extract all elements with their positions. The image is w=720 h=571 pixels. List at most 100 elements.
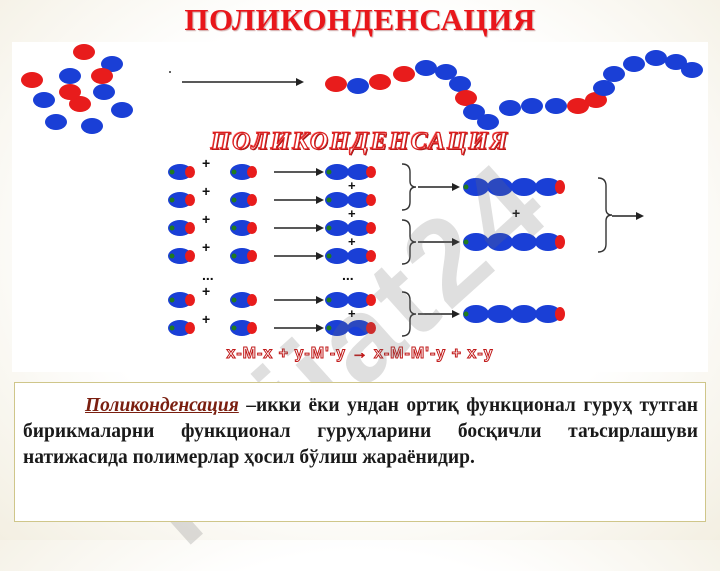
chain-monomer — [325, 76, 347, 92]
reactant-a-blue — [168, 192, 192, 208]
product-blue — [325, 320, 349, 336]
reactant-a-blue — [168, 164, 192, 180]
scatter-monomer — [59, 84, 81, 100]
chain-product-red — [555, 180, 565, 194]
reactant-b-blue — [230, 192, 254, 208]
plus-sign: + — [512, 205, 520, 221]
chain-product-blue — [487, 178, 513, 196]
reactant-a-blue — [168, 320, 192, 336]
brace-arrow-head — [452, 183, 460, 191]
reactant-a-green — [169, 169, 175, 175]
chain-monomer — [593, 80, 615, 96]
reactant-b-green — [231, 169, 237, 175]
scatter-monomer — [21, 72, 43, 88]
product-green — [326, 225, 332, 231]
reactant-a-red — [185, 250, 195, 262]
chain-monomer — [623, 56, 645, 72]
chain-product-blue — [463, 305, 489, 323]
reactant-a-red — [185, 222, 195, 234]
brace — [597, 177, 613, 253]
reactant-a-blue — [168, 220, 192, 236]
chain-monomer — [477, 114, 499, 130]
chain-product-blue — [487, 305, 513, 323]
plus-sign: + — [348, 206, 356, 221]
product-blue — [325, 220, 349, 236]
reactant-b-green — [231, 225, 237, 231]
ellipsis: ... — [202, 267, 214, 283]
product-green — [326, 325, 332, 331]
row-arrow-head — [316, 324, 324, 332]
reactant-b-red — [247, 322, 257, 334]
reactant-b-blue — [230, 292, 254, 308]
product-blue — [325, 164, 349, 180]
product-blue — [347, 164, 371, 180]
chain-monomer — [347, 78, 369, 94]
reactant-b-green — [231, 197, 237, 203]
row-arrow-head — [316, 224, 324, 232]
product-blue — [347, 192, 371, 208]
plus-sign: + — [348, 178, 356, 193]
chain-monomer — [449, 76, 471, 92]
reactant-b-red — [247, 294, 257, 306]
scatter-monomer — [101, 56, 123, 72]
brace — [401, 163, 417, 211]
chain-monomer — [463, 104, 485, 120]
reactant-b-red — [247, 250, 257, 262]
plus-sign: + — [202, 283, 210, 299]
product-blue — [347, 248, 371, 264]
chain-monomer — [369, 74, 391, 90]
row-arrow-head — [316, 296, 324, 304]
product-green — [326, 253, 332, 259]
brace-arrow-head — [452, 310, 460, 318]
polycondensation-diagram: +++++++++......++ — [21, 44, 703, 337]
product-red — [366, 222, 376, 234]
chain-monomer — [545, 98, 567, 114]
product-red — [366, 194, 376, 206]
top-arrow-head — [296, 78, 304, 86]
product-blue — [347, 292, 371, 308]
product-blue — [325, 192, 349, 208]
chain-product-blue — [487, 233, 513, 251]
product-green — [326, 169, 332, 175]
reactant-b-red — [247, 166, 257, 178]
chain-monomer — [681, 62, 703, 78]
reactant-a-red — [185, 294, 195, 306]
plus-sign: + — [202, 311, 210, 327]
reactant-b-green — [231, 253, 237, 259]
product-blue — [325, 292, 349, 308]
definition-text: –икки ёки ундан ортиқ функционал гуруҳ т… — [23, 395, 698, 468]
reactant-b-red — [247, 194, 257, 206]
brace — [401, 291, 417, 337]
plus-sign: + — [202, 211, 210, 227]
scatter-monomer — [33, 92, 55, 108]
reactant-b-red — [247, 222, 257, 234]
product-blue — [347, 220, 371, 236]
definition-box: Поликонденсация –икки ёки ундан ортиқ фу… — [14, 382, 706, 522]
reactant-a-green — [169, 253, 175, 259]
chain-product-blue — [511, 178, 537, 196]
chain-product-blue — [535, 305, 561, 323]
reactant-a-red — [185, 194, 195, 206]
reactant-a-red — [185, 322, 195, 334]
chain-product-green — [463, 311, 469, 317]
chain-monomer — [585, 92, 607, 108]
ellipsis: ... — [342, 267, 354, 283]
plus-sign: + — [348, 234, 356, 249]
brace-arrow-head — [452, 238, 460, 246]
product-blue — [347, 320, 371, 336]
product-green — [326, 197, 332, 203]
chain-monomer — [603, 66, 625, 82]
chain-monomer — [499, 100, 521, 116]
chain-product-blue — [463, 178, 489, 196]
chain-monomer — [415, 60, 437, 76]
definition-term: Поликонденсация — [85, 395, 239, 416]
speck — [169, 71, 171, 73]
chain-monomer — [567, 98, 589, 114]
chain-product-blue — [511, 305, 537, 323]
scatter-monomer — [73, 44, 95, 60]
chain-monomer — [521, 98, 543, 114]
scatter-monomer — [69, 96, 91, 112]
product-blue — [325, 248, 349, 264]
plus-sign: + — [348, 306, 356, 321]
slide-title: ПОЛИКОНДЕНСАЦИЯ — [184, 2, 536, 37]
